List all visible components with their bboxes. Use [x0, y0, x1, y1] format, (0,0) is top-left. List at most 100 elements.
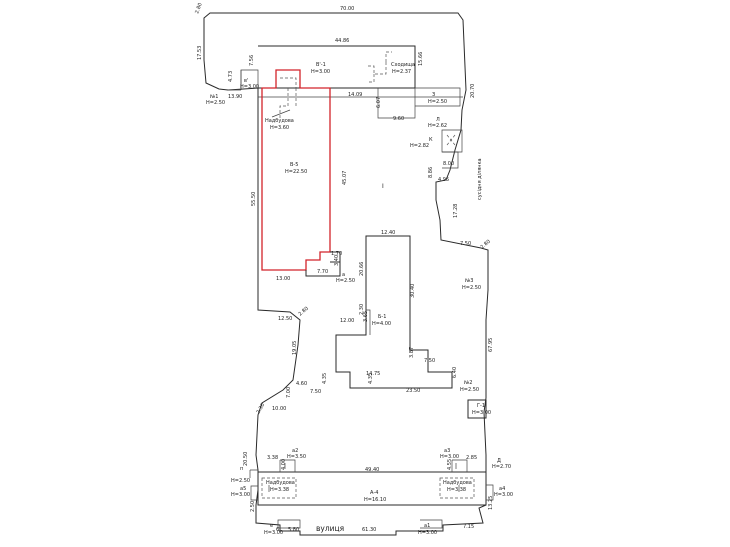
dim-e-right: 20.70 [470, 84, 476, 98]
label-v-small-h: H=3.00 [240, 84, 259, 90]
dim-b1-right: 15.66 [418, 52, 424, 66]
dim-4-55: 4.55 [447, 459, 453, 470]
dim-b1-left: 7.56 [249, 55, 255, 66]
label-p-h: H=2.50 [231, 478, 250, 484]
dim-left-top: 17.53 [197, 46, 203, 60]
dim-4-00a: 4.00 [281, 459, 287, 470]
label-street: вулиця [316, 524, 344, 533]
label-nad-right: Надбудова [443, 480, 472, 486]
label-a-h: H=2.50 [336, 278, 355, 284]
label-a-main: А-4 [370, 490, 378, 496]
label-k: К [429, 137, 433, 143]
dim-61-30: 61.30 [362, 527, 376, 533]
label-z: З [432, 92, 435, 98]
nadbudova-top-leader [271, 109, 291, 118]
dim-12-00: 12.00 [340, 318, 354, 324]
dim-19-05: 19.05 [292, 341, 298, 355]
label-l: Л [436, 117, 440, 123]
label-d: Д [497, 458, 501, 464]
building-a-main [257, 471, 487, 506]
label-b5-h: H=22.50 [285, 169, 307, 175]
dim-6-07: 6.07 [376, 97, 382, 108]
dim-top: 70.00 [340, 6, 354, 12]
dim-67-95: 67.95 [488, 338, 494, 352]
building-g1 [467, 399, 487, 419]
dimension-labels: 70.00 2.80 17.53 44.86 7.56 15.66 20.70 … [194, 2, 494, 533]
p-porch [249, 469, 258, 478]
nadbudova-top-dash [279, 77, 297, 118]
label-a3: а3 [444, 448, 450, 454]
dim-13-00: 13.00 [276, 276, 290, 282]
dim-4-35b: 4.35 [368, 373, 374, 384]
dim-2-80c: 2.80 [297, 306, 309, 318]
dim-9-60: 9.60 [393, 116, 404, 122]
dim-6-40: 6.40 [452, 367, 458, 378]
dim-14-09: 14.09 [348, 92, 362, 98]
label-skhodyshche-h: H=2.37 [392, 69, 411, 75]
dim-b5-right: 45.07 [342, 171, 348, 185]
dim-12-50: 12.50 [278, 316, 292, 322]
label-roman-1: І [382, 183, 384, 190]
dim-b1-width: 44.86 [335, 38, 349, 44]
label-a-main-h: H=16.10 [364, 497, 386, 503]
a1-porch [420, 519, 443, 529]
label-e-bottom-h: H=3.00 [264, 530, 283, 536]
label-e-bottom: е [270, 523, 273, 529]
dim-nw-corner: 2.80 [194, 2, 203, 15]
annex-a [305, 251, 341, 277]
stair-dash-2 [385, 51, 392, 62]
label-n3-h: H=2.50 [462, 285, 481, 291]
label-nad-left-h: H=3.38 [270, 487, 289, 493]
building-b-1 [335, 235, 453, 389]
dim-3-87: 3.87 [409, 347, 415, 358]
label-d-h: H=2.70 [492, 464, 511, 470]
site-boundary [203, 12, 489, 536]
dim-17-28: 17.28 [453, 204, 459, 218]
building-labels: №1 H=2.50 в' H=3.00 В'-1 H=3.00 Сходища … [206, 62, 513, 536]
label-a: а [342, 272, 345, 278]
label-a4-h: H=3.00 [494, 492, 513, 498]
dim-1-70: 1.70 [331, 251, 342, 257]
label-n3: №3 [465, 278, 473, 284]
building-k [442, 151, 459, 169]
nad-right-dash [439, 477, 475, 499]
dim-7-50b: 7.50 [424, 358, 435, 364]
e-porch [277, 519, 301, 529]
shed-v-small [228, 70, 242, 91]
a5-porch [250, 485, 258, 501]
label-b-1: Б-1 [378, 314, 386, 320]
dim-20-66: 20.66 [359, 262, 365, 276]
dim-23-50: 23.50 [406, 388, 420, 394]
dim-7-70: 7.70 [317, 269, 328, 275]
label-b5: В-5 [290, 162, 298, 168]
dim-8-86: 8.86 [428, 167, 434, 178]
label-n1: №1 [210, 94, 218, 100]
dim-49-40: 49.40 [365, 467, 379, 473]
label-b1: В'-1 [316, 62, 326, 68]
label-nadbudova-top-h: H=3.60 [270, 125, 289, 131]
dim-3-38: 3.38 [267, 455, 278, 461]
label-n1-h: H=2.50 [206, 100, 225, 106]
dim-13-90: 13.90 [228, 94, 242, 100]
dim-2-50s: 2.50 [250, 501, 256, 512]
label-a1: а1 [424, 523, 430, 529]
dim-8-00: 8.00 [443, 161, 454, 167]
dim-2-80b: 2.80 [479, 239, 491, 251]
b-1-notch [366, 309, 371, 335]
dim-4-35a: 4.35 [322, 373, 328, 384]
label-a4: а4 [499, 486, 505, 492]
a4-porch [486, 484, 494, 501]
dim-14-75: 14.75 [366, 371, 380, 377]
building-b1-outline [258, 45, 416, 89]
dim-6: 6 [276, 527, 279, 533]
dim-7-50c: 7.50 [310, 389, 321, 395]
arrow-marks [268, 463, 460, 492]
label-g1: Г-1 [477, 403, 485, 409]
stair-block [377, 88, 416, 119]
nad-left-dash [261, 477, 297, 499]
dim-2-30b: 2.30 [256, 402, 267, 415]
dim-13-25: 13.25 [488, 496, 494, 510]
dim-2-85: 2.85 [466, 455, 477, 461]
a3-porch [451, 459, 468, 472]
